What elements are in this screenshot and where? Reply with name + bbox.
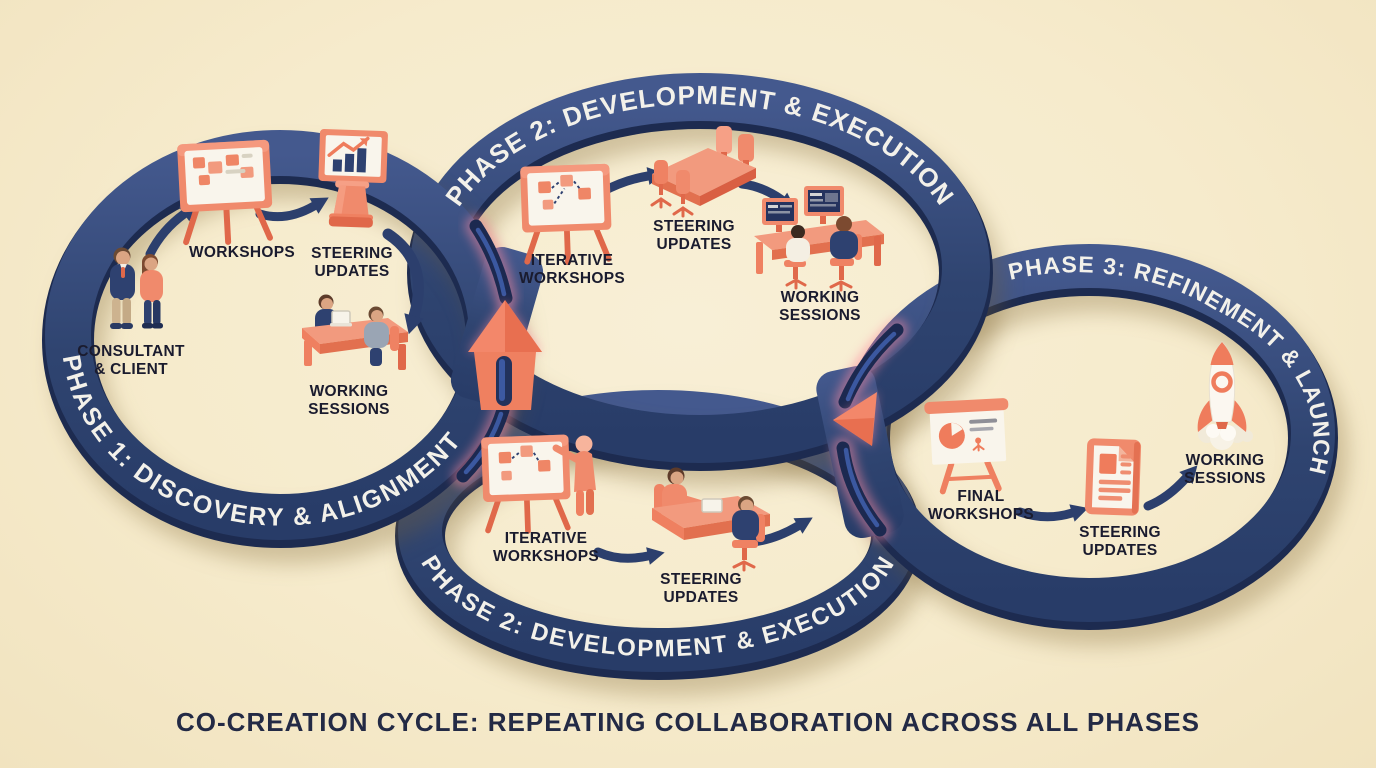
label-phase2top-iterative-workshops: ITERATIVE WORKSHOPS	[518, 252, 626, 287]
label-phase1-workshops: WORKSHOPS	[188, 244, 296, 262]
two-people-icon	[110, 247, 163, 329]
label-phase2top-steering-updates: STEERING UPDATES	[653, 218, 735, 253]
dual-workstation-icon	[754, 186, 884, 292]
flowchart-board-icon	[520, 164, 613, 264]
rocket-icon	[1197, 341, 1253, 450]
arrow-steering-to-working	[382, 228, 424, 335]
label-phase3-steering-updates: STEERING UPDATES	[1079, 524, 1161, 559]
label-phase2bottom-iterative-workshops: ITERATIVE WORKSHOPS	[492, 530, 600, 565]
junction-right-connector	[832, 319, 908, 541]
presenter-board-icon	[481, 434, 596, 532]
diagram-caption: CO-CREATION CYCLE: REPEATING COLLABORATI…	[176, 707, 1200, 737]
flipchart-pie-icon	[924, 398, 1009, 495]
arrow-final-to-steering	[1015, 504, 1089, 522]
easel-board-icon	[177, 140, 274, 245]
label-phase3-final-workshops: FINAL WORKSHOPS	[927, 488, 1035, 523]
label-phase1-steering-updates: STEERING UPDATES	[311, 245, 393, 280]
label-phase2bottom-steering-updates: STEERING UPDATES	[660, 571, 742, 606]
podium-chart-icon	[318, 128, 388, 228]
label-phase1-working-sessions: WORKING SESSIONS	[308, 383, 390, 418]
document-icon	[1084, 438, 1142, 516]
ring-phase-2-top	[407, 73, 993, 471]
label-phase2top-working-sessions: WORKING SESSIONS	[779, 289, 861, 324]
label-phase1-consultant-client: CONSULTANT & CLIENT	[77, 343, 185, 378]
label-phase3-working-sessions: WORKING SESSIONS	[1184, 452, 1266, 487]
arrow-iterative-to-steering-bottom	[593, 547, 665, 565]
desk-laptop-icon	[302, 294, 408, 370]
arrow-steering-to-launch	[1143, 465, 1198, 511]
flow-arrow-up-icon	[468, 300, 542, 410]
junction-left-connector	[452, 215, 542, 487]
desk-meeting-icon	[652, 467, 770, 572]
conference-table-icon	[650, 126, 756, 218]
arrow-workshops-to-steering	[255, 197, 329, 222]
flow-arrow-left-icon	[833, 392, 877, 446]
